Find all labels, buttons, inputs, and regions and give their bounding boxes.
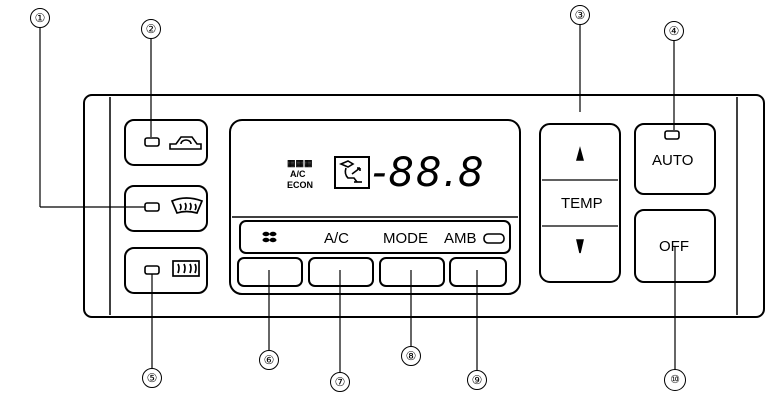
fan-icon bbox=[262, 231, 277, 243]
airflow-mode-icon bbox=[338, 160, 362, 183]
car-recirculation-icon bbox=[169, 136, 202, 150]
amb-button[interactable] bbox=[450, 258, 506, 286]
amb-indicator bbox=[483, 233, 505, 244]
auto-button-outline bbox=[634, 123, 716, 195]
lcd-temperature-readout: -88.8 bbox=[372, 150, 486, 196]
amb-label: AMB bbox=[444, 230, 477, 247]
callout-4: ④ bbox=[664, 21, 684, 41]
auto-button[interactable] bbox=[635, 124, 715, 194]
rear-defrost-button-outline bbox=[124, 247, 208, 294]
ac-button[interactable] bbox=[309, 258, 373, 286]
label-strip-outline bbox=[239, 220, 511, 254]
callout-6: ⑥ bbox=[259, 350, 279, 370]
airflow-icon-box bbox=[334, 156, 370, 189]
recirculation-button[interactable] bbox=[125, 120, 207, 165]
panel-outline bbox=[83, 94, 765, 318]
lcd-status-bars: ▦▦▦ bbox=[287, 158, 313, 168]
lcd-status-econ: ECON bbox=[287, 180, 314, 190]
lcd-status-ac: A/C bbox=[290, 169, 306, 179]
fan-button-outline bbox=[237, 257, 303, 287]
front-defrost-button-outline bbox=[124, 185, 208, 232]
down-arrow-icon bbox=[576, 239, 584, 254]
auto-indicator bbox=[664, 130, 680, 140]
ac-button-outline bbox=[308, 257, 374, 287]
temp-rocker-outline bbox=[539, 123, 621, 283]
mode-button[interactable] bbox=[380, 258, 444, 286]
temp-label: TEMP bbox=[561, 195, 603, 212]
recirc-indicator bbox=[144, 137, 160, 147]
callout-10: ⑩ bbox=[664, 369, 686, 391]
temp-up-button[interactable] bbox=[540, 124, 620, 180]
amb-button-outline bbox=[449, 257, 507, 287]
rear-defroster-icon bbox=[172, 260, 200, 277]
callout-1: ① bbox=[30, 8, 50, 28]
callout-9: ⑨ bbox=[467, 370, 487, 390]
recirc-button-outline bbox=[124, 119, 208, 166]
auto-label: AUTO bbox=[652, 152, 694, 169]
mode-button-outline bbox=[379, 257, 445, 287]
mode-label: MODE bbox=[383, 230, 428, 247]
off-button[interactable] bbox=[635, 210, 715, 282]
ac-label: A/C bbox=[324, 230, 350, 247]
off-label: OFF bbox=[659, 238, 689, 255]
display-housing-outline bbox=[229, 119, 521, 295]
up-arrow-icon bbox=[576, 146, 584, 161]
rear-defroster-button[interactable] bbox=[125, 248, 207, 293]
callout-2: ② bbox=[141, 19, 161, 39]
front-defroster-button[interactable] bbox=[125, 186, 207, 231]
callout-7: ⑦ bbox=[330, 372, 350, 392]
callout-5: ⑤ bbox=[142, 368, 162, 388]
temp-down-button[interactable] bbox=[540, 226, 620, 282]
callout-3: ③ bbox=[570, 5, 590, 25]
fan-speed-button[interactable] bbox=[238, 258, 302, 286]
front-defroster-icon bbox=[170, 197, 204, 215]
callout-8: ⑧ bbox=[401, 346, 421, 366]
